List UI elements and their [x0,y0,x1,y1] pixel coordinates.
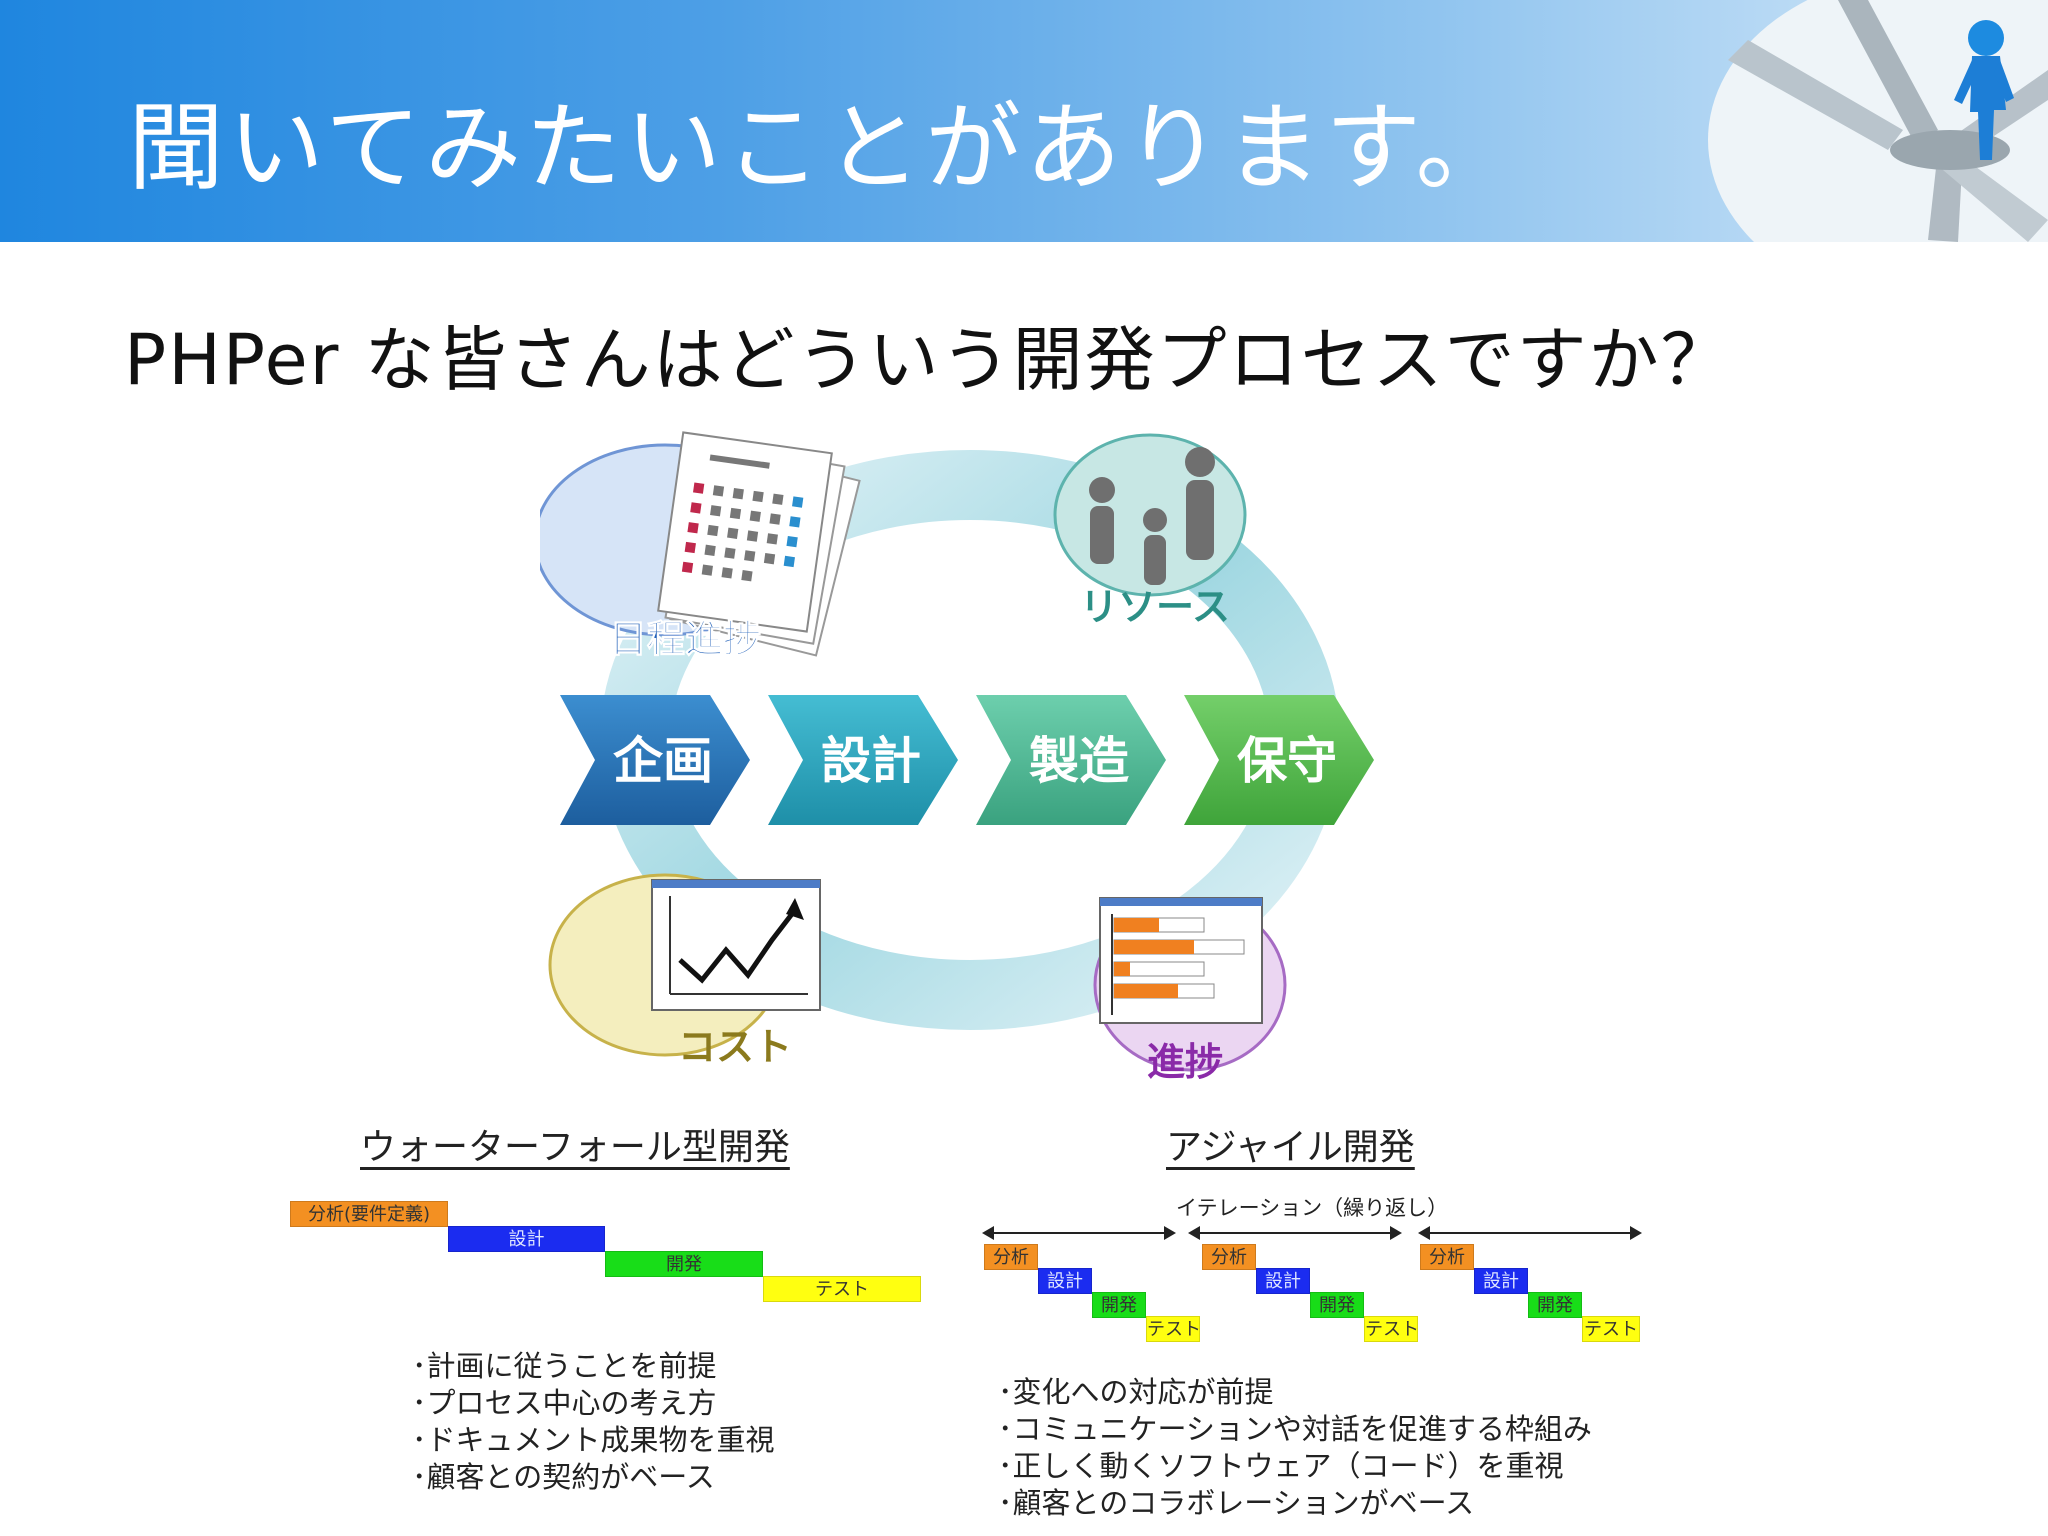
line-chart-icon [651,879,821,1011]
agile-bar-test: テスト [1146,1316,1201,1342]
slide-header: 聞いてみたいことがあります。 [0,0,2048,242]
chevron-maintenance [1184,695,1374,825]
chevron-design [768,695,958,825]
waterfall-bar-design: 設計 [448,1226,605,1252]
people-icon [1089,447,1215,585]
agile-bullet: ･コミュニケーションや対話を促進する枠組み [998,1412,1592,1446]
iteration-arrow [1418,1226,1642,1240]
waterfall-bullet: ･プロセス中心の考え方 [412,1386,717,1420]
agile-caption: アジャイル開発 [1166,1127,1415,1168]
agile-bar-analysis: 分析 [1420,1244,1474,1270]
schedule-label: 日程進捗 [609,617,761,661]
agile-bullet: ･変化への対応が前提 [998,1375,1274,1409]
iteration-arrow [982,1226,1176,1240]
agile-bar-test: テスト [1364,1316,1419,1342]
bar-chart-icon [1099,897,1263,1024]
chevron-design-label: 設計 [821,732,921,790]
agile-bar-design: 設計 [1474,1268,1528,1294]
waterfall-bar-development: 開発 [605,1251,763,1277]
waterfall-caption: ウォーターフォール型開発 [360,1127,790,1168]
waterfall-bullet: ･計画に従うことを前提 [412,1349,717,1383]
waterfall-bullets: ･計画に従うことを前提 ･プロセス中心の考え方 ･ドキュメント成果物を重視 ･顧… [412,1348,775,1496]
waterfall-bullet: ･ドキュメント成果物を重視 [412,1423,775,1457]
agile-bar-test: テスト [1582,1316,1640,1342]
chevron-maintenance-label: 保守 [1237,732,1337,790]
process-cycle-diagram: 日程進捗 リソース コスト 進捗 企画 設計 製造 保守 [540,431,1374,1084]
cost-label: コスト [678,1025,792,1069]
chevron-planning [560,695,750,825]
waterfall-bar-analysis: 分析(要件定義) [290,1201,448,1227]
agile-bar-development: 開発 [1528,1292,1582,1318]
agile-bar-analysis: 分析 [1202,1244,1256,1270]
iteration-label: イテレーション（繰り返し） [1176,1196,1449,1220]
waterfall-bullet: ･顧客との契約がベース [412,1460,715,1494]
question-text: PHPer な皆さんはどういう開発プロセスですか？ [124,319,1733,401]
agile-bar-design: 設計 [1256,1268,1310,1294]
agile-bar-analysis: 分析 [984,1244,1038,1270]
chevron-planning-label: 企画 [613,732,713,790]
crossroads-figure-icon [1708,0,2048,242]
slide-title: 聞いてみたいことがあります。 [128,92,1516,204]
progress-label: 進捗 [1147,1040,1223,1084]
agile-bullet: ･正しく動くソフトウェア（コード）を重視 [998,1449,1564,1483]
schedule-document-icon [657,431,861,657]
chevron-manufacturing [976,695,1166,825]
agile-bar-development: 開発 [1092,1292,1146,1318]
iteration-arrow [1188,1226,1402,1240]
agile-bullet: ･顧客とのコラボレーションがベース [998,1486,1475,1520]
waterfall-bar-test: テスト [763,1276,921,1302]
agile-bullets: ･変化への対応が前提 ･コミュニケーションや対話を促進する枠組み ･正しく動くソ… [998,1374,1592,1522]
chevron-manufacturing-label: 製造 [1029,732,1129,790]
agile-bar-design: 設計 [1038,1268,1092,1294]
resource-label: リソース [1080,585,1230,629]
agile-bar-development: 開発 [1310,1292,1364,1318]
